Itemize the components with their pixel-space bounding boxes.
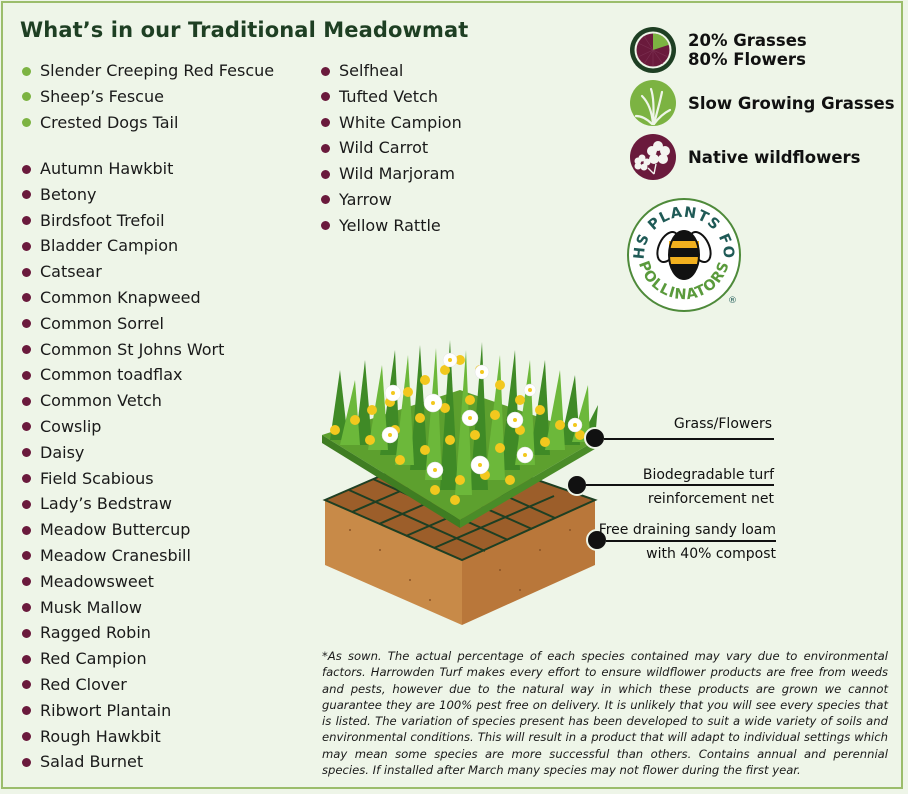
flower-bullet-icon (321, 143, 330, 153)
page-title: What’s in our Traditional Meadowmat (20, 18, 469, 42)
list-item: Tufted Vetch (320, 84, 462, 110)
grass-icon (630, 80, 676, 126)
list-item: Rough Hawkbit (21, 724, 224, 750)
list-item: Sheep’s Fescue (21, 84, 274, 110)
svg-text:®: ® (728, 296, 737, 306)
list-item: Ragged Robin (21, 620, 224, 646)
list-item: Common toadflax (21, 362, 224, 388)
grass-bullet-icon (22, 118, 31, 128)
flower-bullet-icon (22, 190, 31, 200)
feature-label: 20% Grasses 80% Flowers (688, 31, 807, 69)
flower-bullet-icon (22, 732, 31, 742)
list-item: Wild Marjoram (320, 161, 462, 187)
flower-bullet-icon (22, 293, 31, 303)
meadowmat-layers-diagram (310, 330, 610, 630)
flower-bullet-icon (321, 195, 330, 205)
list-item: Bladder Campion (21, 233, 224, 259)
list-item: Daisy (21, 440, 224, 466)
callout-line (606, 540, 776, 542)
list-item: Ribwort Plantain (21, 698, 224, 724)
list-item: Autumn Hawkbit (21, 156, 224, 182)
flower-bullet-icon (22, 216, 31, 226)
list-item: Selfheal (320, 58, 462, 84)
list-item: Red Clover (21, 672, 224, 698)
list-item: Red Campion (21, 646, 224, 672)
list-item: Birdsfoot Trefoil (21, 208, 224, 234)
flower-bullet-icon (22, 267, 31, 277)
flower-bullet-icon (22, 241, 31, 251)
pie-chart-icon (630, 27, 676, 73)
list-item: Meadow Buttercup (21, 517, 224, 543)
list-item: Common Vetch (21, 388, 224, 414)
list-item: Meadow Cranesbill (21, 543, 224, 569)
flower-bullet-icon (22, 370, 31, 380)
rhs-plants-for-pollinators-badge: RHS PLANTS FOR POLLINATORS ® (618, 183, 744, 315)
list-item: Betony (21, 182, 224, 208)
flower-bullet-icon (22, 654, 31, 664)
list-item: Catsear (21, 259, 224, 285)
callout-reinforcement-net: Biodegradable turf reinforcement net (642, 467, 774, 507)
callout-marker-icon (566, 474, 588, 496)
feature-label: Native wildflowers (688, 147, 861, 167)
callout-grass-flowers: Grass/Flowers (673, 416, 772, 432)
flower-bullet-icon (22, 448, 31, 458)
flower-bullet-icon (22, 603, 31, 613)
callout-line (604, 438, 774, 440)
flower-bullet-icon (321, 92, 330, 102)
flower-bullet-icon (22, 706, 31, 716)
callout-marker-icon (584, 427, 606, 449)
feature-native-wildflowers: Native wildflowers (630, 134, 861, 180)
flower-bullet-icon (22, 757, 31, 767)
list-item: Slender Creeping Red Fescue (21, 58, 274, 84)
flower-bullet-icon (22, 499, 31, 509)
flower-bullet-icon (321, 66, 330, 76)
list-item: Musk Mallow (21, 595, 224, 621)
disclaimer-text: *As sown. The actual percentage of each … (322, 649, 888, 778)
grass-bullet-icon (22, 92, 31, 102)
grasses-list: Slender Creeping Red Fescue Sheep’s Fesc… (21, 58, 274, 135)
feature-grass-flower-ratio: 20% Grasses 80% Flowers (630, 27, 807, 73)
list-item: Crested Dogs Tail (21, 110, 274, 136)
feature-slow-growing-grasses: Slow Growing Grasses (630, 80, 895, 126)
flower-bullet-icon (321, 118, 330, 128)
list-item: Common Sorrel (21, 311, 224, 337)
list-item: Common Knapweed (21, 285, 224, 311)
flower-bullet-icon (22, 396, 31, 406)
callout-line (586, 484, 774, 486)
list-item: Lady’s Bedstraw (21, 491, 224, 517)
flower-bullet-icon (22, 525, 31, 535)
flower-bullet-icon (321, 221, 330, 231)
list-item: Cowslip (21, 414, 224, 440)
wildflower-icon (630, 134, 676, 180)
list-item: Yarrow (320, 187, 462, 213)
flower-bullet-icon (22, 680, 31, 690)
list-item: Meadowsweet (21, 569, 224, 595)
list-item: White Campion (320, 110, 462, 136)
list-item: Field Scabious (21, 466, 224, 492)
flower-bullet-icon (22, 345, 31, 355)
feature-label: Slow Growing Grasses (688, 93, 895, 113)
flower-bullet-icon (22, 422, 31, 432)
flower-bullet-icon (22, 577, 31, 587)
flower-bullet-icon (22, 164, 31, 174)
list-item: Yellow Rattle (320, 213, 462, 239)
flower-bullet-icon (22, 628, 31, 638)
list-item: Wild Carrot (320, 135, 462, 161)
flower-bullet-icon (22, 551, 31, 561)
flower-bullet-icon (22, 319, 31, 329)
flower-bullet-icon (321, 169, 330, 179)
list-item: Salad Burnet (21, 749, 224, 775)
list-item: Common St Johns Wort (21, 337, 224, 363)
grass-bullet-icon (22, 66, 31, 76)
flower-bullet-icon (22, 474, 31, 484)
callout-sandy-loam: Free draining sandy loam with 40% compos… (598, 522, 776, 562)
